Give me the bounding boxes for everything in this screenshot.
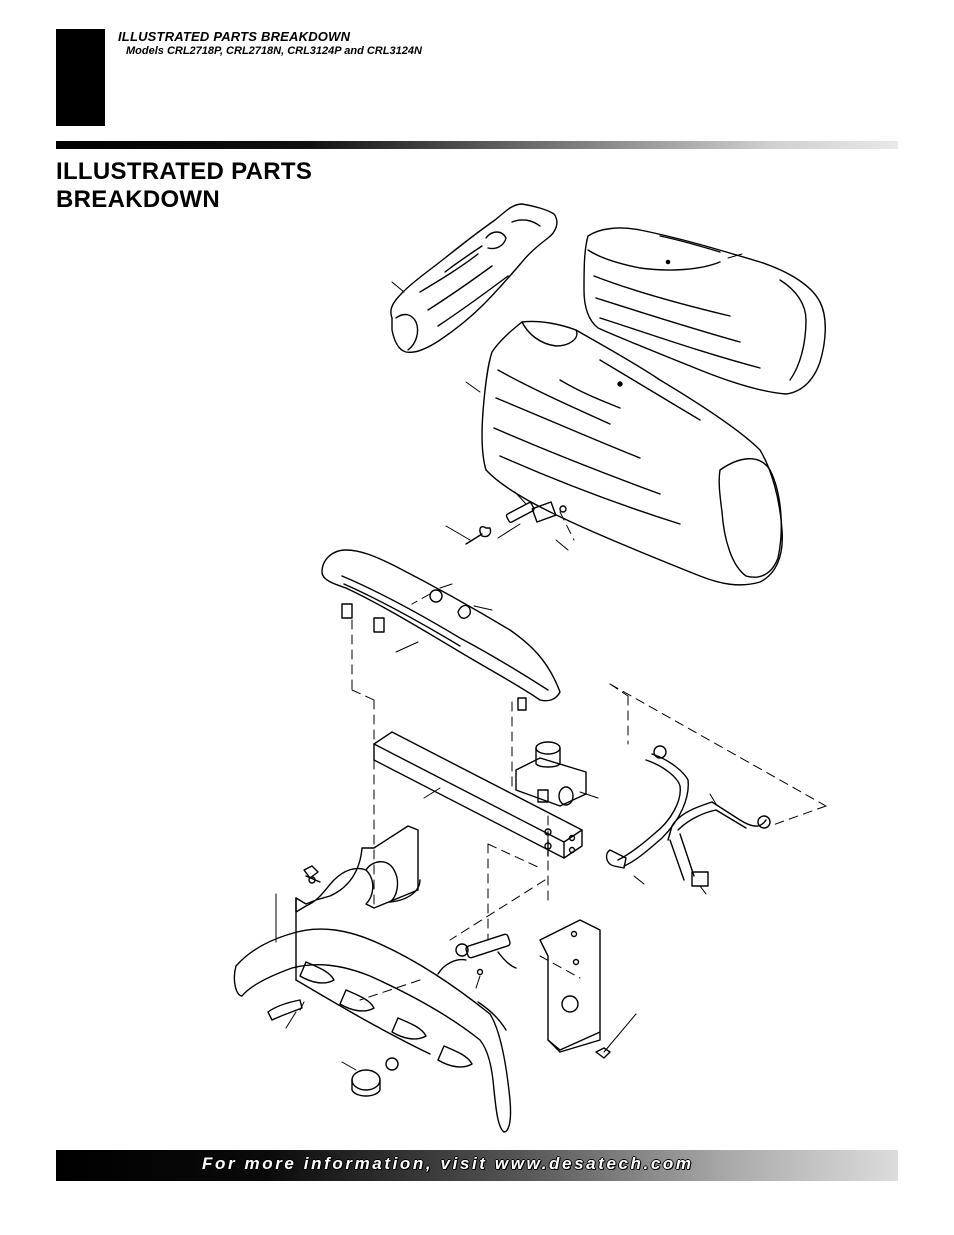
rear-log <box>583 227 826 395</box>
burner-tube <box>321 549 561 711</box>
gas-regulator <box>515 741 599 857</box>
footer-bar <box>56 1150 898 1181</box>
front-log <box>465 320 783 586</box>
grate-base <box>233 825 601 1133</box>
pilot-assembly <box>445 491 569 551</box>
page-heading-line-2: BREAKDOWN <box>56 186 221 213</box>
control-valve-parts <box>267 875 517 1029</box>
assembly-guide-lines <box>351 511 827 1001</box>
control-knob <box>341 1057 399 1097</box>
mounting-screws <box>303 865 637 1059</box>
page-heading: ILLUSTRATED PARTS BREAKDOWN <box>56 158 312 214</box>
gas-supply-tubes <box>605 745 771 895</box>
footer-website-text: For more information, visit www.desatech… <box>202 1154 694 1173</box>
small-log <box>390 203 558 354</box>
page-heading-line-1: ILLUSTRATED PARTS <box>56 158 313 185</box>
section-tab-block <box>56 29 105 126</box>
header-title: ILLUSTRATED PARTS BREAKDOWN <box>118 29 351 44</box>
header-subtitle: Models CRL2718P, CRL2718N, CRL3124P and … <box>126 45 422 57</box>
mounting-bracket <box>373 731 583 859</box>
header-rule <box>56 141 898 149</box>
